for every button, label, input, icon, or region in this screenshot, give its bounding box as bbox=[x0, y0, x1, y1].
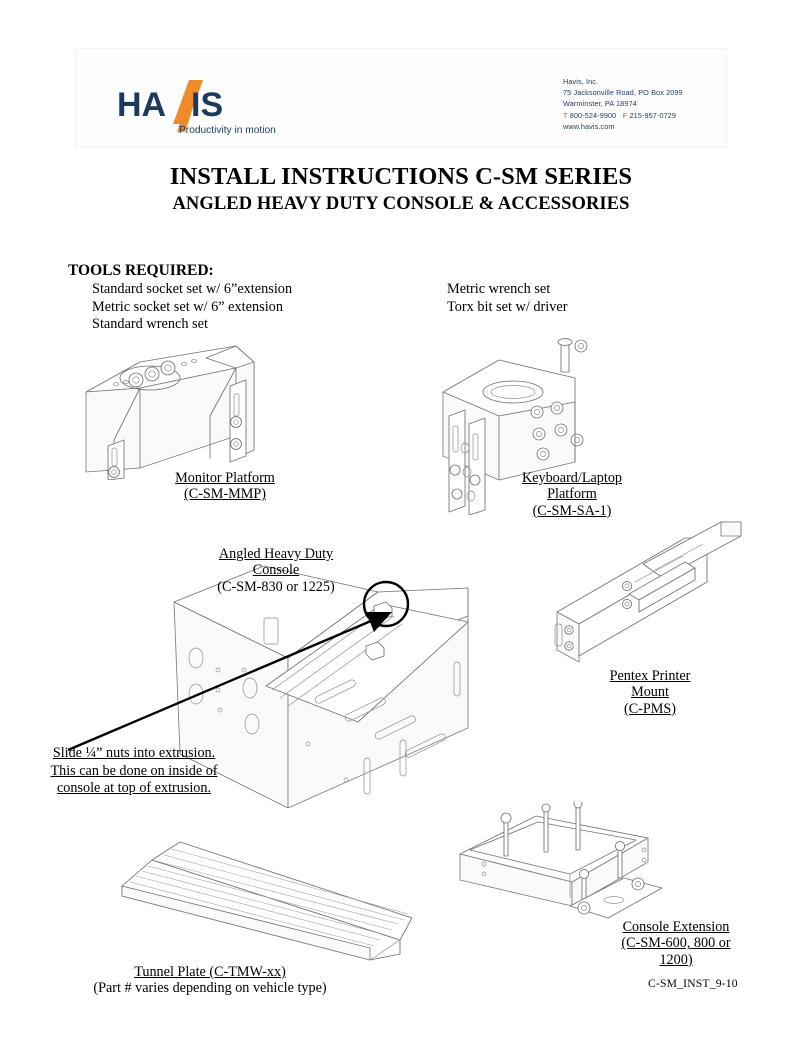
angled-console-caption: Angled Heavy Duty Console (C-SM-830 or 1… bbox=[200, 546, 352, 595]
monitor-platform-caption: Monitor Platform (C-SM-MMP) bbox=[140, 470, 310, 503]
svg-text:IS: IS bbox=[191, 86, 223, 124]
tools-required-heading: TOOLS REQUIRED: bbox=[68, 262, 214, 279]
component-name: Tunnel Plate (C-TMW-xx) bbox=[134, 964, 286, 980]
tool-item: Metric wrench set bbox=[447, 281, 551, 297]
tools-list-left: Standard socket set w/ 6”extension Metri… bbox=[92, 281, 292, 334]
component-name: Keyboard/Laptop bbox=[521, 470, 623, 486]
component-note: (Part # varies depending on vehicle type… bbox=[93, 980, 327, 997]
page-subtitle: ANGLED HEAVY DUTY CONSOLE & ACCESSORIES bbox=[172, 194, 630, 214]
tools-list-right: Metric wrench set Torx bit set w/ driver bbox=[447, 281, 568, 316]
side-bracket-right bbox=[229, 379, 247, 463]
tool-item: Torx bit set w/ driver bbox=[447, 298, 568, 315]
component-name: Console bbox=[252, 562, 300, 579]
callout-circle bbox=[362, 580, 410, 628]
document-footer-code: C-SM_INST_9-10 bbox=[648, 977, 738, 990]
tunnel-plate-caption: Tunnel Plate (C-TMW-xx) (Part # varies d… bbox=[60, 964, 360, 997]
logo-orange-stroke bbox=[173, 80, 203, 132]
havis-logo: HA IS Productivity in motion bbox=[117, 80, 277, 138]
component-name: Platform bbox=[547, 486, 597, 503]
component-part-number: (C-SM-830 or 1225) bbox=[217, 578, 335, 595]
standoff-posts bbox=[500, 802, 626, 903]
extrusion-grooves bbox=[129, 848, 409, 947]
component-name: Angled Heavy Duty bbox=[218, 546, 334, 562]
svg-text:HA: HA bbox=[117, 86, 166, 124]
left-rails bbox=[448, 409, 486, 515]
knobs bbox=[530, 401, 584, 461]
component-part-number: (C-SM-MMP) bbox=[184, 486, 266, 503]
svg-text:Productivity in motion: Productivity in motion bbox=[179, 125, 276, 136]
logo-navy-letters: HA IS bbox=[117, 86, 223, 124]
component-name: Monitor Platform bbox=[175, 470, 275, 486]
tool-item: Metric socket set w/ 6” extension bbox=[92, 298, 283, 315]
left-face-holes bbox=[188, 647, 260, 735]
component-name: Pentex Printer bbox=[609, 668, 691, 684]
page-title: INSTALL INSTRUCTIONS C-SM SERIES bbox=[169, 163, 633, 190]
company-city-state-zip: Warminster, PA 18974 bbox=[563, 99, 637, 109]
component-name: Mount bbox=[631, 684, 669, 701]
extrusion-note: Slide ¼” nuts into extrusion. This can b… bbox=[34, 745, 234, 798]
fax-number: 215-957-0729 bbox=[629, 110, 677, 120]
note-line: This can be done on inside of bbox=[50, 762, 218, 779]
phone-number: 800-524-9900 bbox=[569, 110, 617, 120]
company-street: 75 Jacksonville Road, PO Box 2099 bbox=[563, 88, 683, 98]
company-website: www.havis.com bbox=[563, 121, 615, 131]
pentex-printer-mount-illustration bbox=[535, 520, 775, 670]
component-part-number: 1200) bbox=[659, 951, 693, 968]
front-panel-slots bbox=[363, 661, 461, 795]
mount-screws bbox=[564, 580, 633, 651]
deck-slots bbox=[314, 679, 446, 758]
note-line: console at top of extrusion. bbox=[56, 780, 212, 796]
console-extension-illustration bbox=[448, 802, 678, 927]
company-phone-fax: T 800-524-9900 F 215-957-0729 bbox=[563, 110, 743, 121]
phone-label: T bbox=[563, 110, 568, 120]
callout-arrow bbox=[30, 560, 430, 780]
keyboard-platform-caption: Keyboard/Laptop Platform (C-SM-SA-1) bbox=[492, 470, 652, 519]
component-part-number: (C-PMS) bbox=[623, 700, 677, 717]
side-bracket-left bbox=[107, 439, 125, 480]
fax-label: F bbox=[622, 110, 628, 120]
angled-console-illustration bbox=[168, 558, 498, 808]
tool-item: Standard socket set w/ 6”extension bbox=[92, 281, 293, 297]
base-foot bbox=[569, 877, 663, 919]
top-post bbox=[557, 338, 588, 373]
slide-plate bbox=[628, 561, 696, 613]
tool-item: Standard wrench set bbox=[92, 316, 208, 333]
component-name: Console Extension bbox=[622, 919, 730, 935]
component-part-number: (C-SM-SA-1) bbox=[532, 502, 612, 519]
company-address: Havis, Inc. 75 Jacksonville Road, PO Box… bbox=[563, 76, 743, 132]
monitor-platform-illustration bbox=[78, 340, 278, 480]
keyboard-platform-illustration bbox=[425, 330, 605, 515]
company-name: Havis, Inc. bbox=[563, 77, 599, 86]
pentex-printer-mount-caption: Pentex Printer Mount (C-PMS) bbox=[585, 668, 715, 717]
component-part-number: (C-SM-600, 800 or bbox=[621, 935, 731, 952]
note-line: Slide ¼” nuts into extrusion. bbox=[52, 745, 216, 761]
knob-cluster bbox=[128, 360, 176, 388]
tunnel-plate-illustration bbox=[112, 828, 412, 968]
console-extension-caption: Console Extension (C-SM-600, 800 or 1200… bbox=[608, 919, 744, 968]
